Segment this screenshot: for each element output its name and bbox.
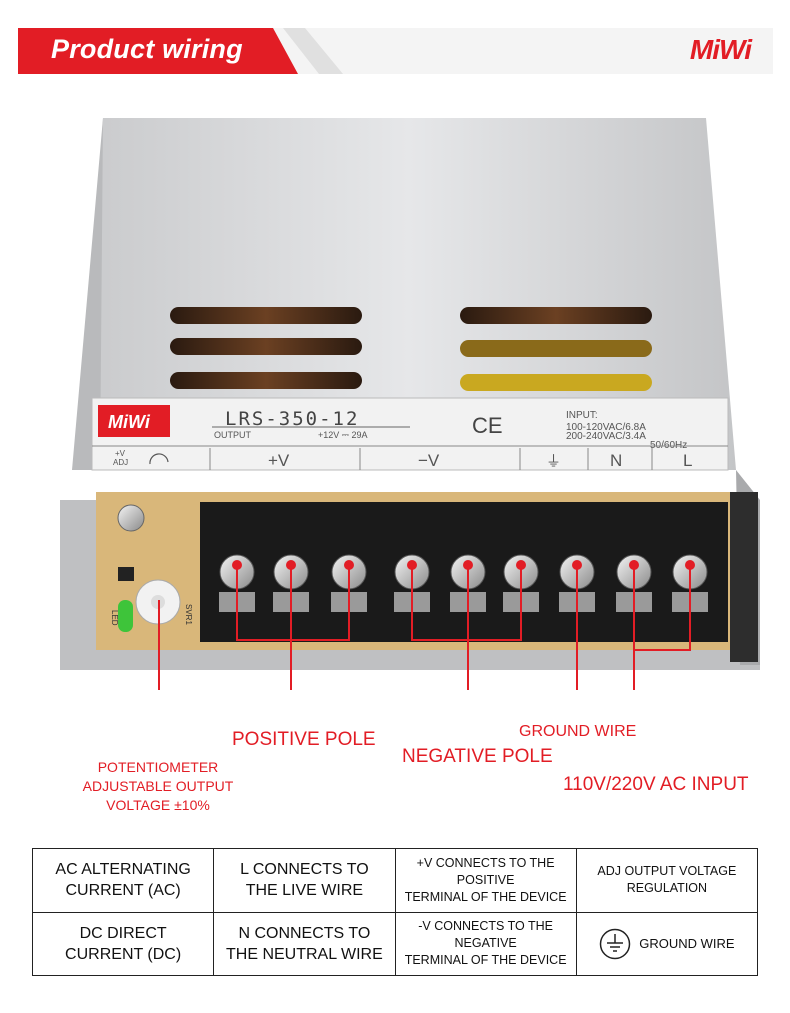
terminal-label-pos: +V — [268, 451, 290, 470]
device-model: LRS-350-12 — [225, 408, 359, 430]
wiring-dot — [572, 560, 582, 570]
vent-slots — [170, 307, 652, 391]
input-line1: 100-120VAC/6.8A — [566, 422, 646, 433]
adj-top-label: +V — [115, 449, 126, 458]
adj-arrow-icon — [149, 453, 169, 465]
terminal-screws — [219, 554, 708, 612]
wiring-dot — [344, 560, 354, 570]
wiring-dot — [516, 560, 526, 570]
wiring-dot — [685, 560, 695, 570]
case-left-wall — [72, 118, 103, 470]
terminal-label-l: L — [683, 451, 692, 470]
output-value: +12V ⎓ 29A — [318, 430, 367, 440]
ce-mark: CE — [472, 413, 503, 438]
svr-label: SVR1 — [184, 604, 193, 625]
device-logo: MiWi — [108, 412, 151, 432]
wiring-dot — [232, 560, 242, 570]
callout-negative-pole: NEGATIVE POLE — [402, 746, 553, 767]
label-plate — [91, 397, 729, 471]
header-bar: Product wiring MiWi — [18, 28, 773, 74]
terminal-label-neg: −V — [418, 451, 440, 470]
led-label: LED — [110, 610, 119, 626]
legend-ground: GROUND WIRE — [575, 911, 759, 976]
wiring-dot — [286, 560, 296, 570]
wiring-dots — [232, 560, 695, 570]
terminal-label-n: N — [610, 451, 622, 470]
wiring-dot — [407, 560, 417, 570]
ground-icon — [599, 928, 631, 959]
wiring-dot — [463, 560, 473, 570]
page-title: Product wiring — [51, 34, 243, 64]
brand-logo: MiWi — [689, 34, 752, 65]
output-label: OUTPUT — [214, 430, 252, 440]
adj-bottom-label: ADJ — [113, 458, 128, 467]
led-indicator — [118, 600, 133, 632]
power-supply-photo: MiWi LRS-350-12 OUTPUT +12V ⎓ 29A CE INP… — [60, 118, 760, 690]
terminal-label-gnd: ⏚ — [546, 452, 561, 470]
callout-positive-pole: POSITIVE POLE — [232, 729, 376, 750]
adj-screw — [117, 504, 145, 532]
wiring-lines — [158, 565, 691, 690]
callout-ground-wire: GROUND WIRE — [519, 723, 637, 740]
input-line2: 200-240VAC/3.4A — [566, 431, 646, 442]
callout-ac-input: 110V/220V AC INPUT — [563, 774, 749, 795]
input-label: INPUT: — [566, 410, 598, 421]
callout-potentiometer: POTENTIOMETER ADJUSTABLE OUTPUT VOLTAGE … — [82, 759, 234, 813]
title-banner — [18, 28, 298, 74]
wiring-dot — [629, 560, 639, 570]
